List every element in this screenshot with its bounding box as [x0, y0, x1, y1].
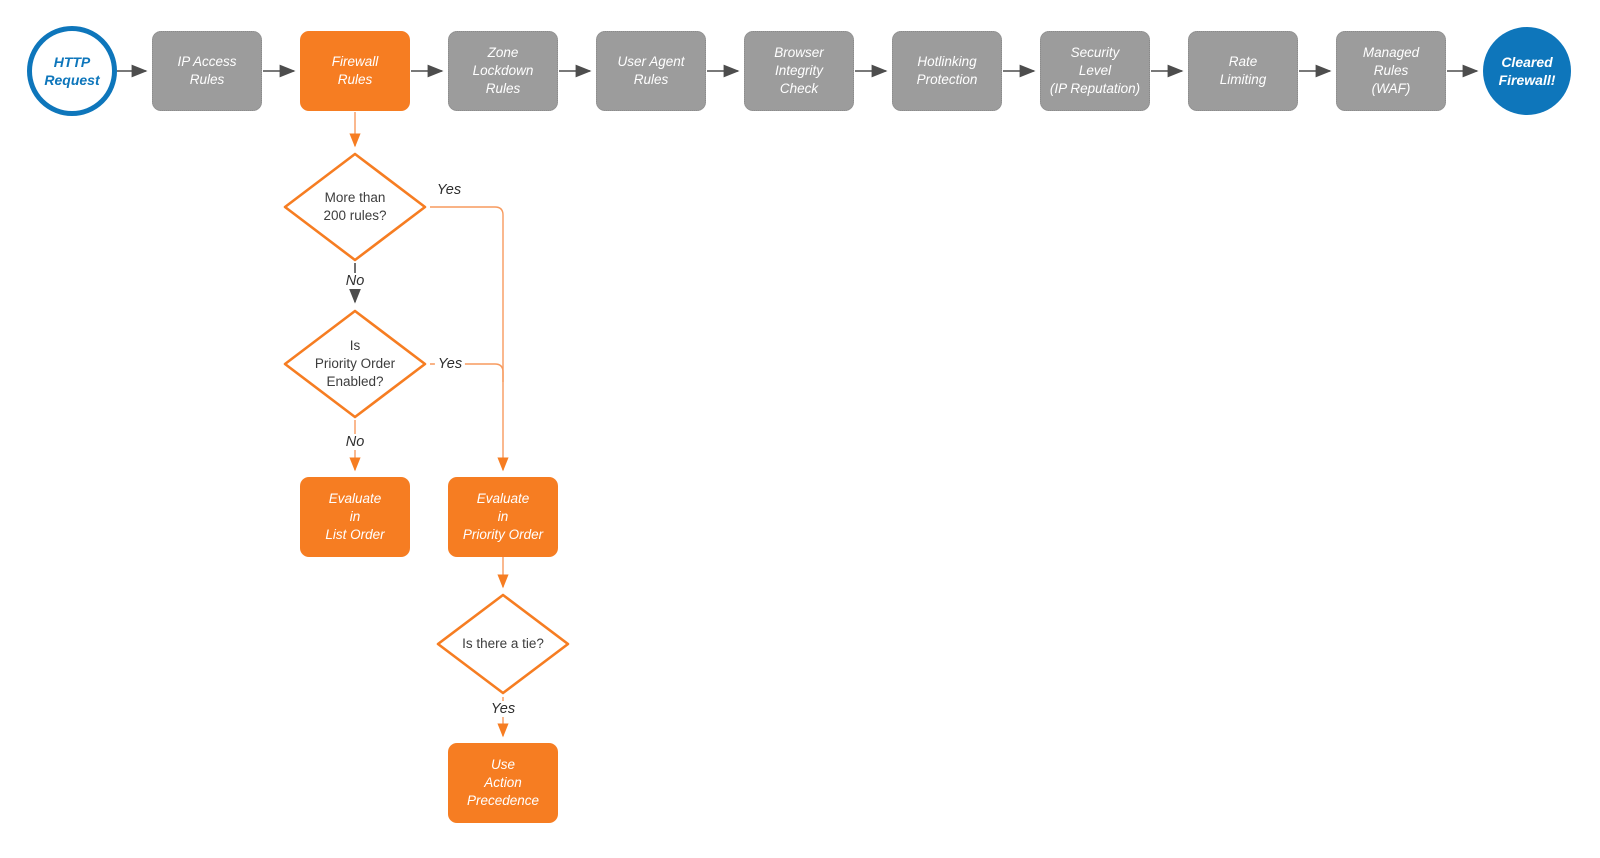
action-evaluate-priority-order-label: Evaluate in Priority Order: [462, 491, 544, 542]
decision-priority-order-enabled-label: Is Priority Order Enabled?: [314, 337, 396, 390]
action-evaluate-list-order: Evaluate in List Order: [300, 477, 410, 557]
stage-ip-access-rules: IP Access Rules: [152, 31, 262, 111]
node-cleared-firewall-label: Cleared Firewall!: [1498, 53, 1556, 88]
stage-security-level: Security Level (IP Reputation): [1040, 31, 1150, 111]
edge-label-decision1-yes: Yes: [436, 182, 462, 198]
decision-more-than-200-rules: More than 200 rules?: [282, 151, 428, 263]
stage-firewall-rules-label: Firewall Rules: [331, 54, 379, 87]
edge-label-decision2-no: No: [342, 434, 368, 450]
stage-rate-limiting-label: Rate Limiting: [1219, 54, 1267, 87]
action-evaluate-list-order-label: Evaluate in List Order: [325, 491, 385, 542]
stage-rate-limiting: Rate Limiting: [1188, 31, 1298, 111]
action-use-action-precedence-label: Use Action Precedence: [466, 757, 540, 808]
decision-is-there-a-tie-label: Is there a tie?: [462, 635, 544, 651]
node-cleared-firewall: Cleared Firewall!: [1483, 27, 1571, 115]
stage-user-agent-rules-label: User Agent Rules: [617, 54, 685, 87]
decision-priority-order-enabled: Is Priority Order Enabled?: [282, 308, 428, 420]
stage-browser-integrity-check: Browser Integrity Check: [744, 31, 854, 111]
node-http-request: HTTP Request: [27, 26, 117, 116]
diamond-shape: [436, 593, 570, 695]
stage-hotlinking-protection-label: Hotlinking Protection: [916, 54, 978, 87]
decision-is-there-a-tie: Is there a tie?: [435, 592, 571, 696]
stage-ip-access-rules-label: IP Access Rules: [177, 54, 237, 87]
diamond-shape: [283, 152, 427, 262]
stage-security-level-label: Security Level (IP Reputation): [1049, 45, 1141, 96]
edge-label-decision3-yes: Yes: [487, 701, 519, 717]
stage-managed-rules-waf: Managed Rules (WAF): [1336, 31, 1446, 111]
stage-hotlinking-protection: Hotlinking Protection: [892, 31, 1002, 111]
stage-firewall-rules: Firewall Rules: [300, 31, 410, 111]
stage-managed-rules-waf-label: Managed Rules (WAF): [1362, 45, 1420, 96]
stage-zone-lockdown-rules: Zone Lockdown Rules: [448, 31, 558, 111]
action-evaluate-priority-order: Evaluate in Priority Order: [448, 477, 558, 557]
stage-user-agent-rules: User Agent Rules: [596, 31, 706, 111]
stage-browser-integrity-check-label: Browser Integrity Check: [774, 45, 824, 96]
decision-more-than-200-rules-label: More than 200 rules?: [323, 189, 387, 223]
stage-zone-lockdown-rules-label: Zone Lockdown Rules: [472, 45, 534, 96]
edge-label-decision1-no: No: [342, 273, 368, 289]
diamond-shape: [283, 309, 427, 419]
node-http-request-label: HTTP Request: [44, 53, 100, 88]
edge-label-decision2-yes: Yes: [434, 356, 466, 372]
action-use-action-precedence: Use Action Precedence: [448, 743, 558, 823]
